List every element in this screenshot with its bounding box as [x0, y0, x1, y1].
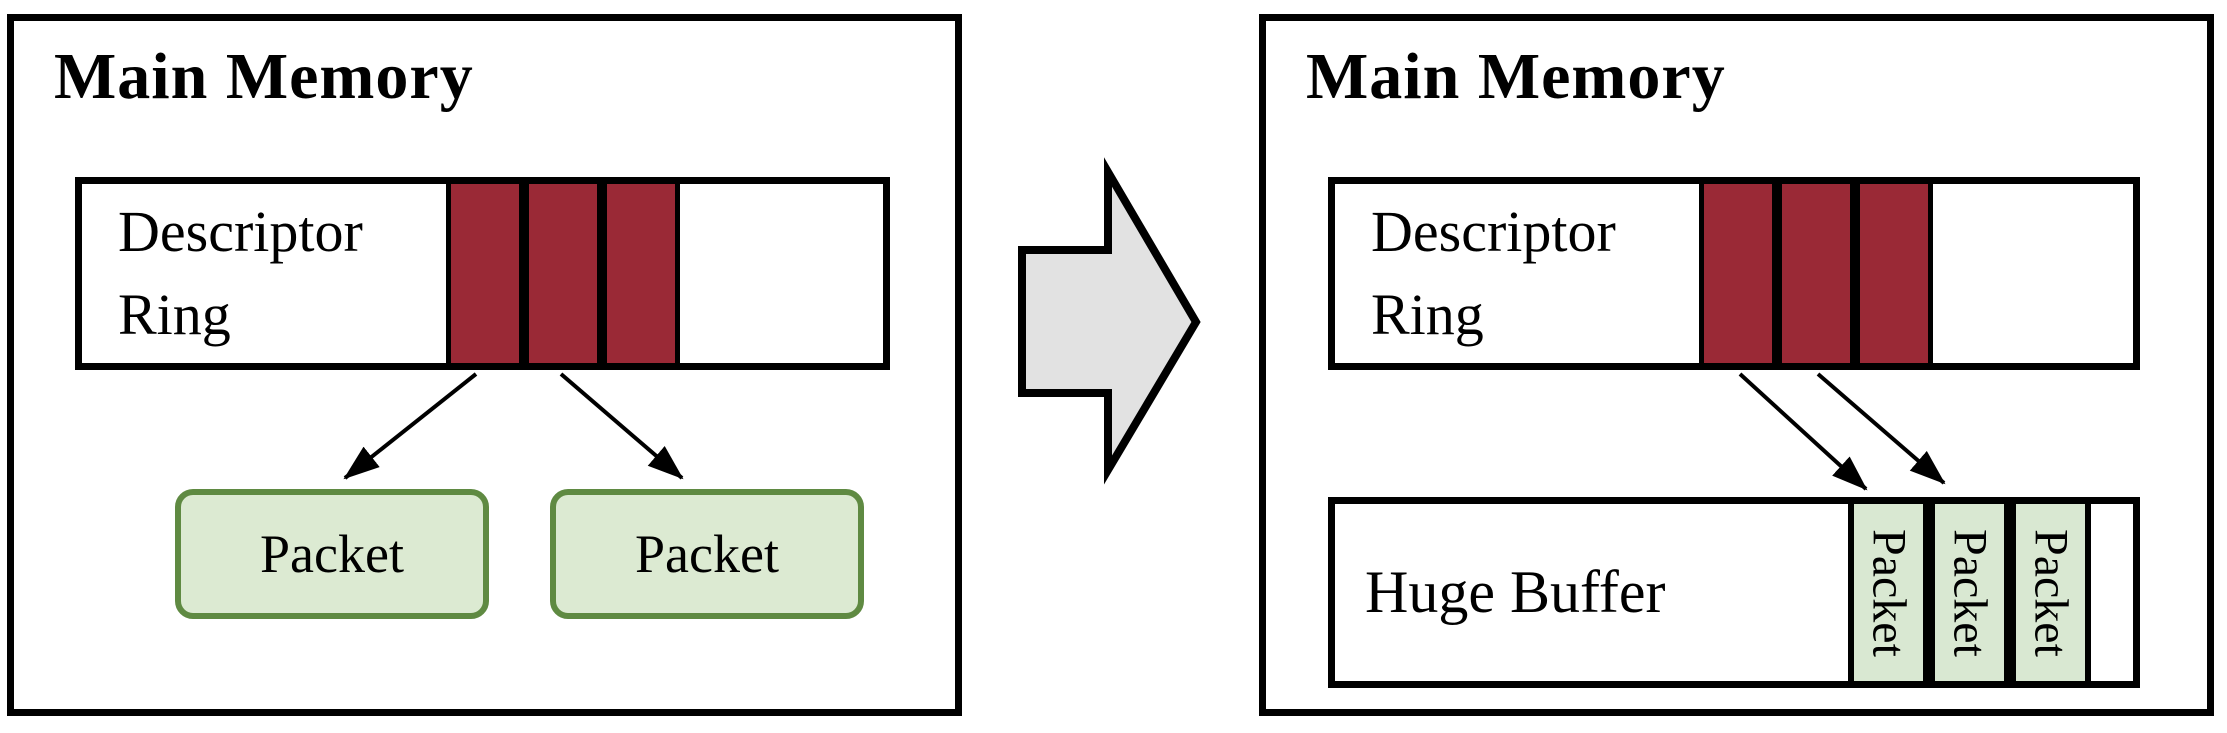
descriptor-ring-label-right: Descriptor Ring — [1371, 199, 1616, 347]
descriptor-ring-right: Descriptor Ring — [1328, 177, 2140, 370]
packet-label: Packet — [2024, 528, 2078, 657]
descriptor-ring-left: Descriptor Ring — [75, 177, 890, 370]
packet-label: Packet — [635, 524, 779, 584]
main-memory-title-left: Main Memory — [54, 40, 474, 113]
descriptor-used-cell — [446, 184, 524, 363]
huge-buffer-box: Huge Buffer Packet Packet Packet — [1328, 497, 2140, 688]
main-memory-box-right: Main Memory Descriptor Ring Huge Buffer … — [1259, 14, 2214, 716]
huge-buffer-packet-cell-1: Packet — [1848, 504, 1929, 681]
huge-buffer-packet-cell-3: Packet — [2010, 504, 2091, 681]
huge-buffer-packet-cell-2: Packet — [1929, 504, 2010, 681]
descriptor-used-cell — [524, 184, 602, 363]
huge-buffer-label: Huge Buffer — [1365, 559, 1666, 625]
packet-buffer-1: Packet — [175, 489, 489, 619]
huge-buffer-free-slot — [2091, 504, 2133, 681]
main-memory-box-left: Main Memory Descriptor Ring Packet Packe… — [7, 14, 962, 716]
main-memory-title-right: Main Memory — [1306, 40, 1726, 113]
descriptor-used-cell — [1699, 184, 1777, 363]
transform-arrow-icon — [1018, 157, 1201, 485]
descriptor-used-cell — [602, 184, 680, 363]
packet-label: Packet — [1943, 528, 1997, 657]
descriptor-used-cell — [1777, 184, 1855, 363]
packet-label: Packet — [260, 524, 404, 584]
descriptor-ring-label-left: Descriptor Ring — [118, 199, 363, 347]
packet-label: Packet — [1862, 528, 1916, 657]
packet-buffer-2: Packet — [550, 489, 864, 619]
descriptor-used-cell — [1855, 184, 1933, 363]
